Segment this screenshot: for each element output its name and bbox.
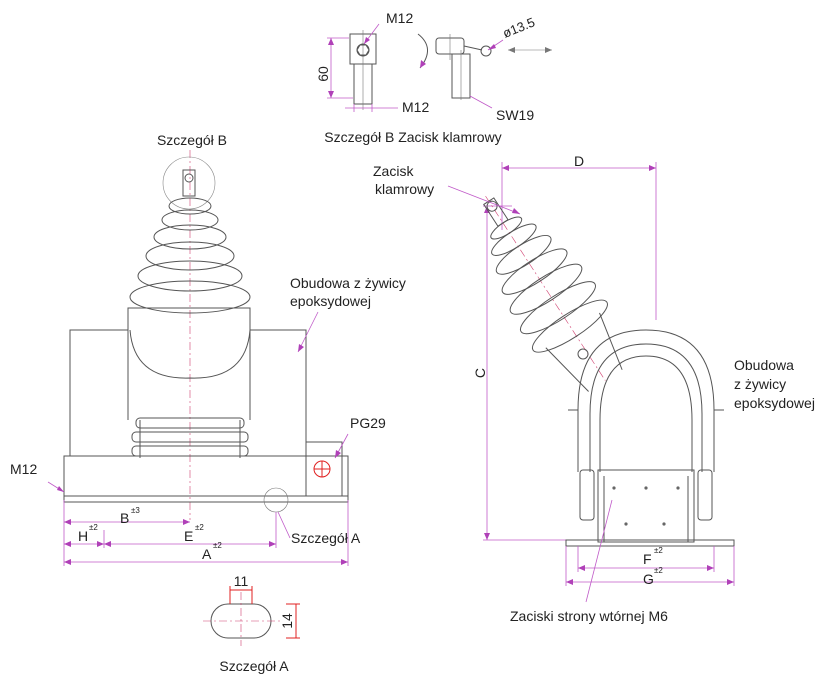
dim-d-label: D: [574, 153, 584, 169]
side-housing-label-line1: Obudowa: [734, 357, 794, 373]
dim-h-tolerance: ±2: [89, 523, 98, 532]
detail-b-drawing: [327, 23, 552, 112]
dim-a-tolerance: ±2: [213, 541, 222, 550]
dim-g-tolerance: ±2: [654, 566, 663, 575]
dim-a-label: A: [202, 546, 212, 562]
clamp-label-line2: klamrowy: [375, 181, 434, 197]
detail-b-height-label: 60: [315, 66, 331, 82]
detail-b-diameter-label: ø13.5: [501, 14, 537, 40]
detail-b-m12-top-label: M12: [386, 10, 413, 26]
dim-g-label: G: [643, 571, 654, 587]
dim-c-label: C: [472, 368, 488, 378]
dim-e-tolerance: ±2: [195, 523, 204, 532]
dim-b-label: B: [120, 510, 129, 526]
pg29-label: PG29: [350, 415, 386, 431]
front-housing-label-line2: epoksydowej: [290, 293, 371, 309]
detail-a-height-label: 14: [279, 613, 295, 629]
detail-b-m12-bottom-label: M12: [402, 99, 429, 115]
side-view-drawing: [447, 162, 735, 603]
detail-b-caption: Szczegół B Zacisk klamrowy: [324, 129, 501, 145]
front-m12-label: M12: [10, 461, 37, 477]
detail-a-caption: Szczegół A: [219, 658, 289, 674]
detail-a-drawing: [203, 586, 300, 646]
detail-a-reference-label: Szczegół A: [291, 530, 361, 546]
detail-b-sw19-label: SW19: [496, 107, 534, 123]
side-housing-label-line3: epoksydowej: [734, 395, 815, 411]
side-housing-label-line2: z żywicy: [734, 376, 786, 392]
detail-b-reference-label: Szczegół B: [157, 132, 227, 148]
dim-h-label: H: [78, 528, 88, 544]
front-housing-label-line1: Obudowa z żywicy: [290, 275, 406, 291]
secondary-terminals-label: Zaciski strony wtórnej M6: [510, 608, 668, 624]
dim-f-label: F: [643, 551, 652, 567]
clamp-label-line1: Zacisk: [373, 163, 414, 179]
front-view-drawing: [47, 150, 349, 566]
dim-b-tolerance: ±3: [131, 506, 140, 515]
dim-e-label: E: [184, 528, 193, 544]
detail-a-width-label: 11: [234, 573, 249, 589]
dim-f-tolerance: ±2: [654, 546, 663, 555]
